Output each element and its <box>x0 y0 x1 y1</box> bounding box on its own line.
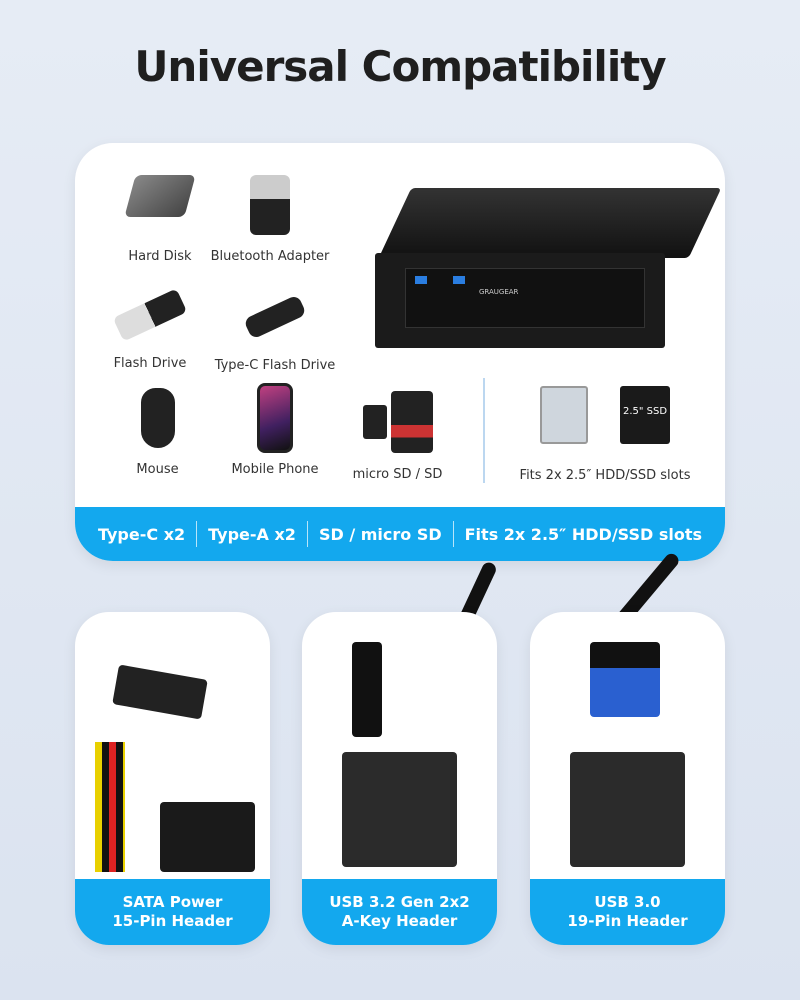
device-label: Bluetooth Adapter <box>210 249 330 264</box>
header-label-line1: USB 3.0 <box>594 893 661 911</box>
device-label: Mobile Phone <box>231 462 319 477</box>
feature-type-a: Type-A x2 <box>208 524 296 544</box>
device-brand: GRAUGEAR <box>479 288 519 296</box>
device-hard-disk: Hard Disk <box>115 175 205 264</box>
a-key-connector-image <box>352 642 382 737</box>
device-label: micro SD / SD <box>352 467 443 482</box>
header-label-line2: 15-Pin Header <box>112 912 233 930</box>
device-mouse: Mouse <box>115 388 200 477</box>
hdd-ssd-icon: 2.5" SSD <box>540 386 670 444</box>
device-bluetooth-adapter: Bluetooth Adapter <box>205 175 335 264</box>
header-label-line2: 19-Pin Header <box>567 912 688 930</box>
device-label: Flash Drive <box>113 356 187 371</box>
hard-disk-icon <box>124 175 196 217</box>
feature-type-c: Type-C x2 <box>97 524 186 544</box>
device-sd-card: micro SD / SD <box>345 391 450 482</box>
header-label-line1: USB 3.2 Gen 2x2 <box>329 893 470 911</box>
feature-sd: SD / micro SD <box>318 524 442 544</box>
header-label-line1: SATA Power <box>122 893 223 911</box>
usb30-connector-image <box>590 642 660 717</box>
motherboard-image <box>342 752 457 867</box>
divider <box>483 378 485 483</box>
device-label: Type-C Flash Drive <box>214 358 336 373</box>
feature-bar: Type-C x2 Type-A x2 SD / micro SD Fits 2… <box>75 507 725 561</box>
device-label: Hard Disk <box>128 249 192 264</box>
header-label-line2: A-Key Header <box>341 912 458 930</box>
flash-drive-icon <box>112 288 188 342</box>
sd-card-icon <box>362 391 433 453</box>
device-label: Mouse <box>136 462 179 477</box>
device-hdd-ssd: 2.5" SSD Fits 2x 2.5″ HDD/SSD slots <box>500 386 710 483</box>
device-type-c-flash-drive: Type-C Flash Drive <box>205 288 345 373</box>
compatibility-card: Hard Disk Bluetooth Adapter Flash Drive … <box>75 143 725 561</box>
device-flash-drive: Flash Drive <box>105 288 195 371</box>
sata-wires-image <box>95 742 125 872</box>
ssd-label: 2.5" SSD <box>620 386 670 444</box>
type-c-flash-drive-icon <box>243 294 307 340</box>
page-title: Universal Compatibility <box>134 42 666 91</box>
drive-bay-hub-image: GRAUGEAR <box>375 143 725 368</box>
mouse-icon <box>140 388 175 448</box>
power-supply-image <box>160 802 255 872</box>
feature-hdd-slots: Fits 2x 2.5″ HDD/SSD slots <box>464 524 703 544</box>
sata-connector-image <box>112 664 208 720</box>
device-label: Fits 2x 2.5″ HDD/SSD slots <box>519 468 691 483</box>
bluetooth-adapter-icon <box>250 175 290 235</box>
mobile-phone-icon <box>257 383 293 453</box>
device-mobile-phone: Mobile Phone <box>220 383 330 477</box>
motherboard-image <box>570 752 685 867</box>
